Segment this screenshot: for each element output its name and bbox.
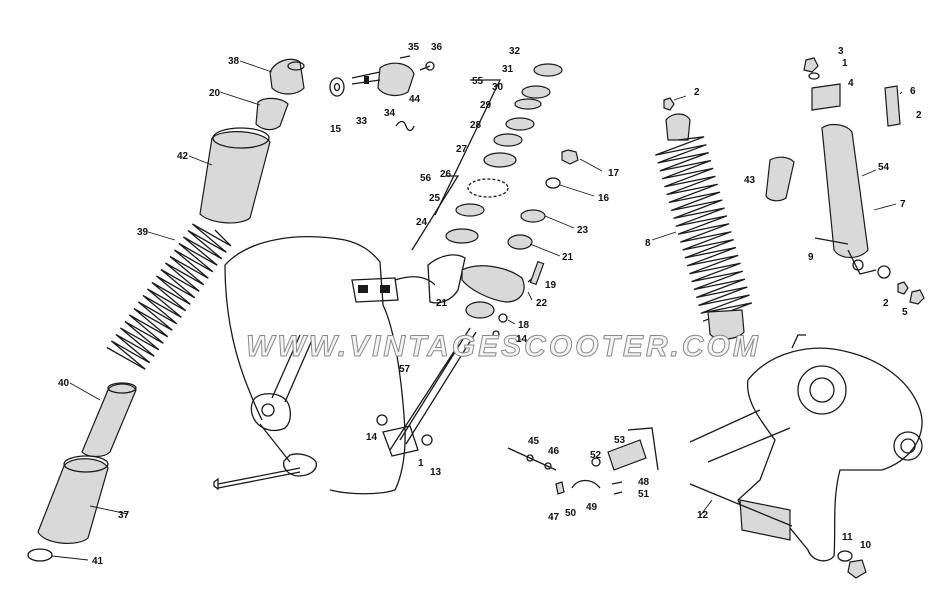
part-label-47: 47: [548, 512, 560, 523]
part-label-6: 6: [910, 86, 916, 97]
bolt-9: [814, 237, 849, 245]
part-label-53: 53: [614, 435, 626, 446]
nut-washer-10-11: [837, 550, 867, 579]
steering-column: [394, 254, 466, 304]
part-label-13: 13: [430, 467, 442, 478]
part-label-52: 52: [590, 450, 602, 461]
part-label-16: 16: [598, 193, 610, 204]
swing-arm: [737, 334, 923, 562]
front-fender: [224, 236, 406, 495]
part-label-7: 7: [900, 199, 906, 210]
washer-15: [329, 77, 345, 97]
part-label-49: 49: [586, 502, 598, 513]
part-label-22: 22: [536, 298, 548, 309]
part-label-5: 5: [902, 307, 908, 318]
part-label-4: 4: [848, 78, 854, 89]
part-label-12: 12: [697, 510, 709, 521]
part-label-1-top: 1: [842, 58, 848, 69]
washer-41: [27, 548, 53, 562]
part-label-15: 15: [330, 124, 342, 135]
part-label-23: 23: [577, 225, 589, 236]
part-label-35: 35: [408, 42, 420, 53]
part-label-2-shock: 2: [694, 87, 700, 98]
cylinder-37: [37, 455, 109, 544]
part-label-37: 37: [118, 510, 130, 521]
part-label-10: 10: [860, 540, 872, 551]
part-label-57: 57: [399, 364, 411, 375]
part-label-11: 11: [842, 532, 853, 543]
part-label-20: 20: [209, 88, 221, 99]
part-label-38: 38: [228, 56, 240, 67]
rubber-bump-20: [255, 97, 289, 131]
part-label-43: 43: [744, 175, 756, 186]
part-label-31: 31: [502, 64, 514, 75]
part-label-54: 54: [878, 162, 890, 173]
part-label-48: 48: [638, 477, 650, 488]
part-label-17: 17: [608, 168, 620, 179]
leader-lines: [51, 60, 903, 561]
spring-clip-44: [395, 120, 415, 132]
part-label-25: 25: [429, 193, 441, 204]
rear-shock-8: [655, 97, 753, 340]
screw-35-36: [399, 55, 435, 71]
shock-cap-38: [269, 58, 305, 95]
part-label-21-upper: 21: [562, 252, 574, 263]
part-label-8: 8: [645, 238, 651, 249]
coil-spring-39: [106, 223, 232, 370]
part-label-24: 24: [416, 217, 428, 228]
part-label-55: 55: [472, 76, 484, 87]
part-label-21-lower: 21: [436, 298, 448, 309]
part-label-2-right: 2: [916, 110, 922, 121]
bracket-lines-55-56: [411, 79, 502, 251]
fork-shaft-57: [376, 327, 477, 457]
dust-cover-42: [199, 127, 271, 224]
bearing-stack: [445, 63, 563, 244]
part-label-9: 9: [808, 252, 814, 263]
part-label-19: 19: [545, 280, 557, 291]
part-label-50: 50: [565, 508, 577, 519]
part-label-42: 42: [177, 151, 189, 162]
part-label-28: 28: [470, 120, 482, 131]
part-label-56: 56: [420, 173, 432, 184]
cable-linkage: [507, 427, 659, 495]
wheel-axle: [213, 467, 301, 491]
part-label-40: 40: [58, 378, 70, 389]
part-label-14-upper: 14: [516, 334, 528, 345]
part-label-27: 27: [456, 144, 468, 155]
part-label-18: 18: [518, 320, 530, 331]
part-labels: 38 20 42 39 40 37 41 35 36 15 33 34 44 3…: [58, 42, 922, 567]
part-label-29: 29: [480, 100, 492, 111]
part-label-26: 26: [440, 169, 452, 180]
part-label-3: 3: [838, 46, 844, 57]
fork-leg: [250, 334, 317, 477]
part-label-1-fork: 1: [418, 458, 424, 469]
nuts-2-5: [897, 281, 925, 305]
part-label-41: 41: [92, 556, 104, 567]
damper-54-7: [821, 123, 891, 279]
part-label-51: 51: [638, 489, 650, 500]
axle-rod-12: [689, 483, 793, 527]
tube-40: [81, 382, 137, 458]
part-label-33: 33: [356, 116, 368, 127]
part-label-39: 39: [137, 227, 149, 238]
part-label-46: 46: [548, 446, 560, 457]
part-label-30: 30: [492, 82, 504, 93]
bump-stop-43: [765, 156, 795, 202]
part-label-34: 34: [384, 108, 396, 119]
part-label-32: 32: [509, 46, 521, 57]
shock-top-parts: [803, 57, 901, 127]
watermark-text: WWW.VINTAGESCOOTER.COM: [246, 330, 761, 363]
part-label-45: 45: [528, 436, 540, 447]
part-label-2-lower: 2: [883, 298, 889, 309]
headset-parts-right: [461, 149, 579, 338]
part-label-44: 44: [409, 94, 421, 105]
part-label-36: 36: [431, 42, 443, 53]
part-label-14-lower: 14: [366, 432, 378, 443]
lever-assembly-33-34: [351, 62, 415, 97]
shaft-rods: [689, 409, 791, 463]
